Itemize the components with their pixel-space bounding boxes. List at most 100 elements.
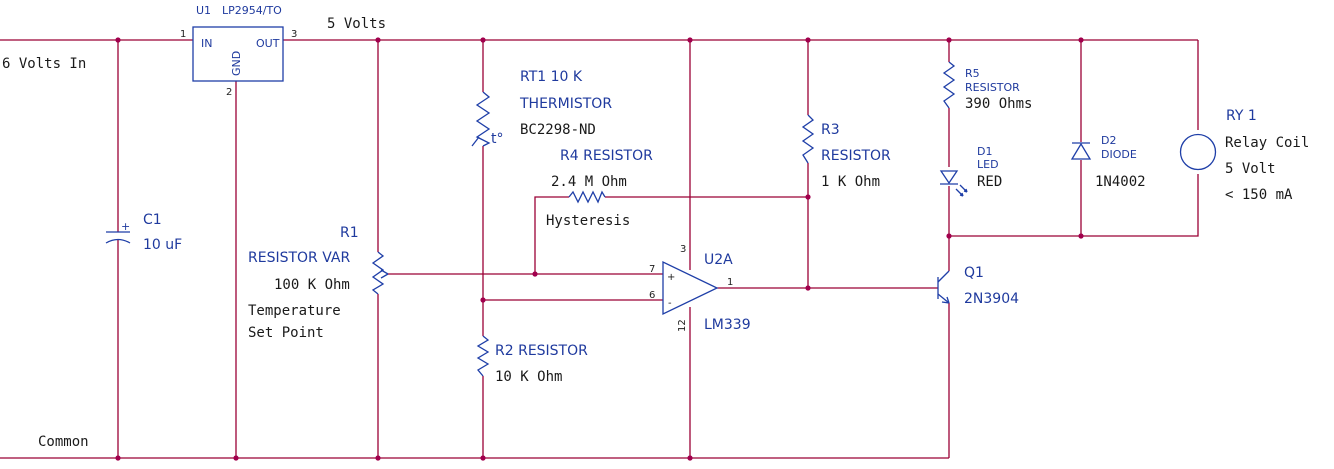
r3-type-label: RESISTOR	[821, 148, 891, 164]
junction-dot	[532, 271, 538, 277]
wires	[0, 39, 1199, 459]
c1-plus-sign: +	[121, 220, 130, 233]
rt1-zigzag	[475, 91, 491, 147]
u2a-part-label: LM339	[704, 317, 751, 333]
rt1-thermistor	[471, 91, 491, 147]
rt1-type-label: THERMISTOR	[519, 96, 612, 112]
u1-out-label: OUT	[256, 37, 280, 50]
wire-hysteresis	[534, 196, 808, 274]
junction-dot	[1078, 37, 1084, 43]
r1-zigzag	[371, 251, 385, 295]
junction-dot	[233, 455, 239, 461]
junction-dot	[375, 455, 381, 461]
r1-note-setpoint: Set Point	[248, 325, 324, 341]
u2a-ref-label: U2A	[704, 252, 733, 268]
q1-part-label: 2N3904	[964, 291, 1019, 307]
ry1-current-label: < 150 mA	[1225, 187, 1293, 203]
junction-dot	[480, 455, 486, 461]
wire-relay	[949, 40, 1199, 237]
ry1-type-label: Relay Coil	[1225, 135, 1309, 151]
junction-dot	[805, 285, 811, 291]
junction-dot	[805, 37, 811, 43]
u1-ref-label: U1	[196, 4, 211, 17]
r1-note-temperature: Temperature	[248, 303, 341, 319]
r1-value-label: 100 K Ohm	[274, 277, 350, 293]
junction-dot	[687, 455, 693, 461]
d1-light-arrows	[955, 184, 968, 197]
junction-dot	[375, 37, 381, 43]
c1-value-label: 10 uF	[143, 237, 182, 253]
junction-dot	[946, 37, 952, 43]
r1-ref-label: R1	[340, 225, 359, 241]
r5-zigzag	[942, 61, 956, 109]
r5-resistor	[942, 61, 956, 109]
u2a-minus-sign: -	[668, 298, 672, 309]
r3-value-label: 1 K Ohm	[821, 174, 880, 190]
d2-diode	[1070, 142, 1092, 160]
r5-type-label: RESISTOR	[965, 81, 1020, 94]
d1-ref-label: D1	[977, 145, 992, 158]
u1-part-label: LP2954/TO	[222, 4, 282, 17]
u2a-pin6: 6	[649, 290, 655, 301]
u2a-plus-sign: +	[667, 272, 675, 283]
junction-dot	[805, 194, 811, 200]
r2-resistor	[476, 335, 490, 377]
v5-label: 5 Volts	[327, 16, 386, 32]
u1-regulator: IN OUT GND 1 2 3	[180, 26, 297, 98]
vin-label: 6 Volts In	[2, 56, 86, 72]
r2-zigzag	[476, 335, 490, 377]
labels: 6 Volts In 5 Volts Common U1 LP2954/TO C…	[2, 4, 1309, 450]
ry1-volt-label: 5 Volt	[1225, 161, 1276, 177]
d2-type-label: DIODE	[1101, 148, 1137, 161]
junction-dot	[946, 233, 952, 239]
r3-resistor	[801, 114, 815, 164]
rt1-tempco-symbol: t°	[491, 131, 504, 147]
r1-wiper-arrow	[380, 269, 389, 279]
junction-dot	[480, 37, 486, 43]
ry1-ref-label: RY 1	[1226, 108, 1257, 124]
r4-note-label: Hysteresis	[546, 213, 630, 229]
rt1-part-label: BC2298-ND	[520, 122, 596, 138]
r2-ref-label: R2 RESISTOR	[495, 343, 588, 359]
r5-ref-label: R5	[965, 67, 980, 80]
q1-emitter-leg	[937, 293, 950, 304]
c1-plate-bottom	[105, 238, 131, 244]
r3-ref-label: R3	[821, 122, 840, 138]
u2a-comparator: + - 7 6 3 1 12	[649, 244, 733, 332]
u1-in-label: IN	[201, 37, 212, 50]
c1-ref-label: C1	[143, 212, 162, 228]
u1-pin2: 2	[226, 87, 232, 98]
r4-resistor	[568, 190, 606, 204]
r4-zigzag	[568, 190, 606, 204]
d2-triangle	[1070, 142, 1092, 160]
ry1-relay	[1179, 133, 1217, 171]
u1-pin1: 1	[180, 29, 186, 40]
d2-ref-label: D2	[1101, 134, 1116, 147]
r2-value-label: 10 K Ohm	[495, 369, 562, 385]
d1-led	[939, 170, 968, 197]
u1-pin3: 3	[291, 29, 297, 40]
ry1-coil	[1179, 133, 1217, 171]
q1-ref-label: Q1	[964, 265, 984, 281]
junctions	[115, 37, 1084, 461]
q1-transistor	[937, 270, 950, 304]
c1-capacitor: +	[105, 220, 131, 244]
r4-value-label: 2.4 M Ohm	[551, 174, 627, 190]
q1-emitter-arrow	[941, 296, 950, 304]
rt1-ref-label: RT1 10 K	[520, 69, 583, 85]
d1-triangle	[939, 170, 959, 185]
common-label: Common	[38, 434, 89, 450]
u1-gnd-label: GND	[230, 51, 243, 76]
junction-dot	[115, 455, 121, 461]
rt1-tempco-line	[471, 136, 480, 147]
u2a-pin12: 12	[677, 319, 688, 332]
r4-ref-label: R4 RESISTOR	[560, 148, 653, 164]
junction-dot	[115, 37, 121, 43]
u2a-pin7: 7	[649, 264, 655, 275]
junction-dot	[687, 37, 693, 43]
u2a-pin1: 1	[727, 277, 733, 288]
q1-collector-leg	[937, 270, 950, 283]
u1-body	[192, 26, 284, 82]
r3-zigzag	[801, 114, 815, 164]
